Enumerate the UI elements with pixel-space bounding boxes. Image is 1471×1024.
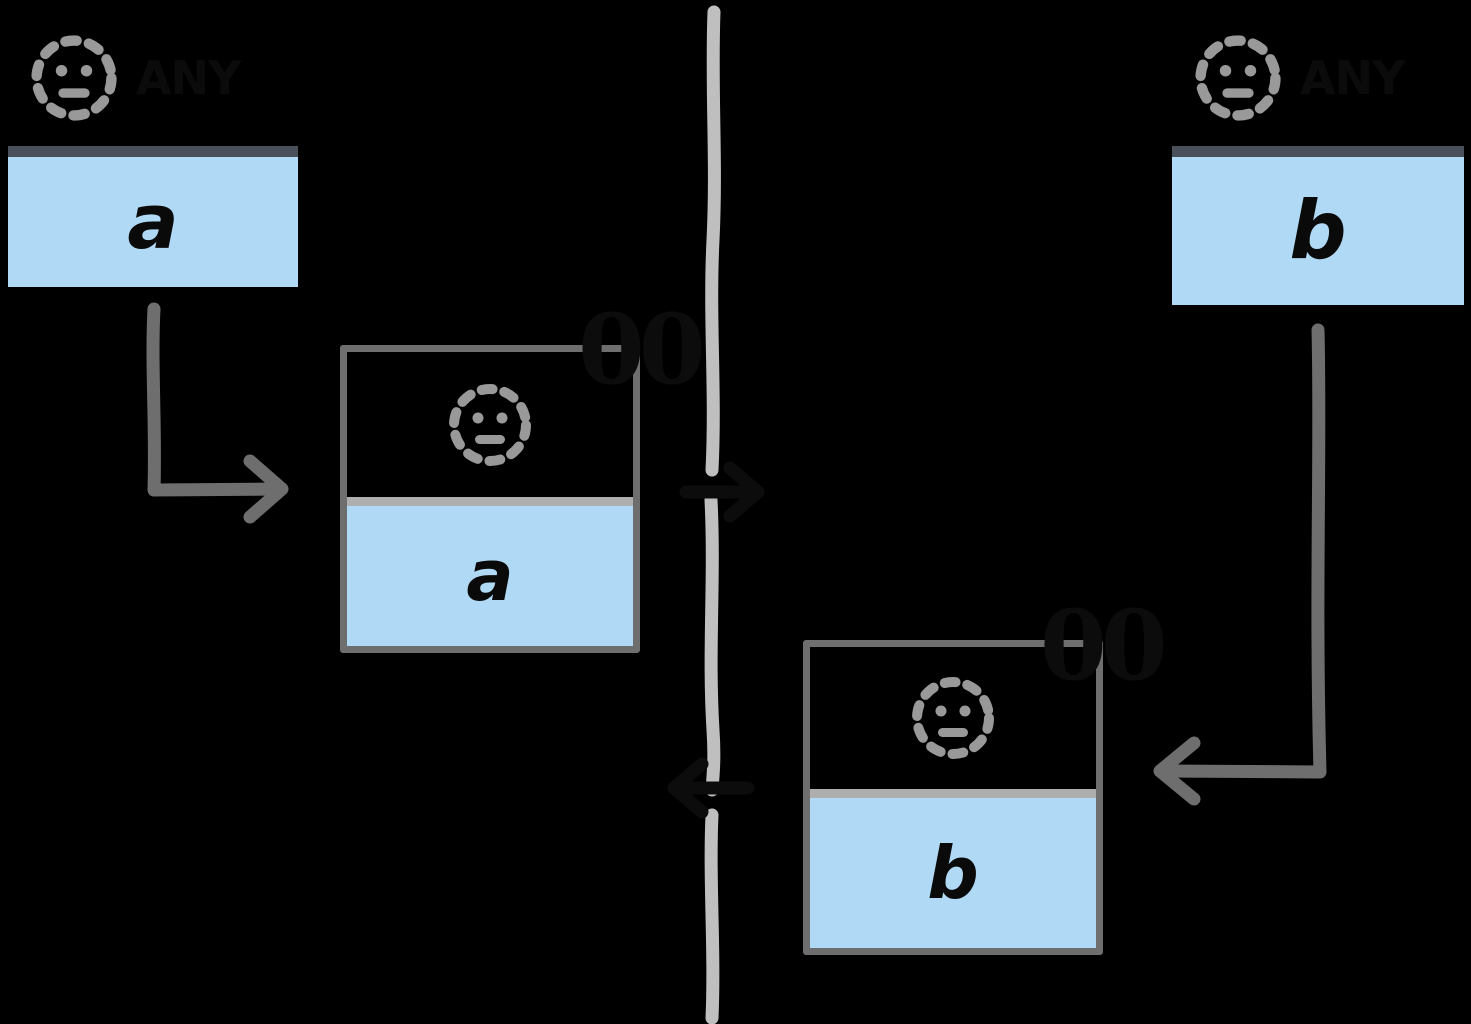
node-source-a-any-label: ANY	[136, 51, 241, 105]
node-inner-a[interactable]: a	[340, 345, 640, 653]
node-inner-a-body: a	[347, 506, 633, 646]
node-inner-b-letter: b	[927, 831, 979, 915]
node-inner-b-quote-badge: 00	[1040, 589, 1168, 702]
arrow-inner-a-across-boundary	[679, 461, 765, 523]
node-source-b-separator	[1172, 146, 1464, 157]
node-inner-a-header	[347, 352, 633, 497]
node-source-a[interactable]: ANY a	[8, 10, 298, 287]
dashed-circle-face-icon	[912, 677, 994, 759]
node-inner-a-separator	[347, 497, 633, 506]
dashed-circle-face-icon	[31, 35, 117, 121]
dashed-circle-face-icon	[449, 383, 531, 466]
node-source-b-header: ANY	[1172, 10, 1464, 146]
arrow-inner-b-across-boundary	[667, 757, 755, 819]
node-source-b-any-label: ANY	[1300, 51, 1405, 105]
arrow-source-a-to-inner-a	[146, 302, 289, 524]
node-source-b[interactable]: ANY b	[1172, 10, 1464, 305]
node-inner-a-quote-badge: 00	[578, 293, 706, 406]
dashed-circle-face-icon	[1195, 35, 1281, 121]
vertical-boundary-line	[704, 5, 721, 1024]
node-source-b-letter: b	[1289, 184, 1347, 277]
node-source-b-body: b	[1172, 157, 1464, 305]
node-source-a-separator	[8, 146, 298, 157]
node-source-a-header: ANY	[8, 10, 298, 146]
node-inner-b-separator	[810, 789, 1096, 798]
arrow-source-b-to-inner-b	[1153, 323, 1327, 806]
node-source-a-body: a	[8, 157, 298, 287]
node-inner-b-header	[810, 647, 1096, 789]
node-inner-a-letter: a	[466, 535, 514, 617]
node-inner-b[interactable]: b	[803, 640, 1103, 955]
node-inner-b-body: b	[810, 798, 1096, 948]
node-source-a-letter: a	[127, 177, 179, 266]
